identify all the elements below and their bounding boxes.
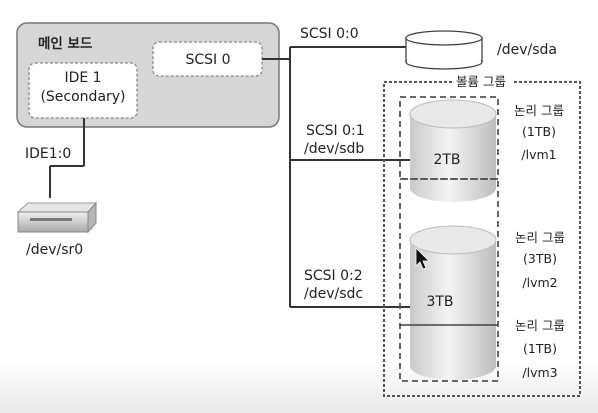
lvm3-name: /lvm3 — [522, 365, 557, 380]
cdrom-icon — [16, 201, 98, 234]
scsi01-label: SCSI 0:1 — [306, 123, 365, 139]
lvm3-size: (1TB) — [523, 341, 557, 356]
volume-group-label: 볼륨 그룹 — [456, 74, 506, 89]
mainboard-title: 메인 보드 — [38, 35, 93, 52]
lvm2-size: (3TB) — [523, 251, 557, 266]
lvm3-label-group: 논리 그룹 (1TB) /lvm3 — [515, 318, 565, 380]
sda-disk-icon — [405, 30, 483, 70]
mouse-cursor-icon — [415, 247, 430, 270]
sdc-size-label: 3TB — [426, 294, 453, 310]
sdc-disk-icon — [409, 225, 497, 380]
lvm2-title: 논리 그룹 — [515, 230, 565, 245]
bottom-shadow — [0, 360, 598, 413]
lvm2-name: /lvm2 — [522, 275, 557, 290]
lvm2-label-group: 논리 그룹 (3TB) /lvm2 — [515, 230, 565, 290]
sdb-device-label: /dev/sdb — [304, 141, 364, 157]
volume-group-label-bg — [452, 74, 512, 89]
sdb-disk-icon — [409, 99, 497, 202]
connection-lines — [49, 46, 412, 308]
lvm1-title: 논리 그룹 — [514, 103, 564, 118]
ide-controller-sub: (Secondary) — [40, 89, 125, 105]
mainboard-box: 메인 보드 IDE 1 (Secondary) SCSI 0 — [16, 22, 280, 128]
lvm1-name: /lvm1 — [521, 147, 556, 162]
lvm1-label-group: 논리 그룹 (1TB) /lvm1 — [514, 103, 564, 162]
ide-controller-label: IDE 1 — [64, 70, 101, 86]
sdc-device-label: /dev/sdc — [304, 286, 363, 302]
cdrom-device-label: /dev/sr0 — [26, 242, 83, 258]
scsi00-label: SCSI 0:0 — [300, 26, 359, 42]
sdb-size-label: 2TB — [433, 152, 460, 168]
scsi02-label: SCSI 0:2 — [304, 268, 363, 284]
scsi-controller-label: SCSI 0 — [185, 52, 230, 68]
lvm3-title: 논리 그룹 — [515, 318, 565, 333]
ide-link-label: IDE1:0 — [25, 146, 71, 162]
lvm1-size: (1TB) — [522, 124, 556, 139]
sda-device-label: /dev/sda — [497, 42, 557, 58]
